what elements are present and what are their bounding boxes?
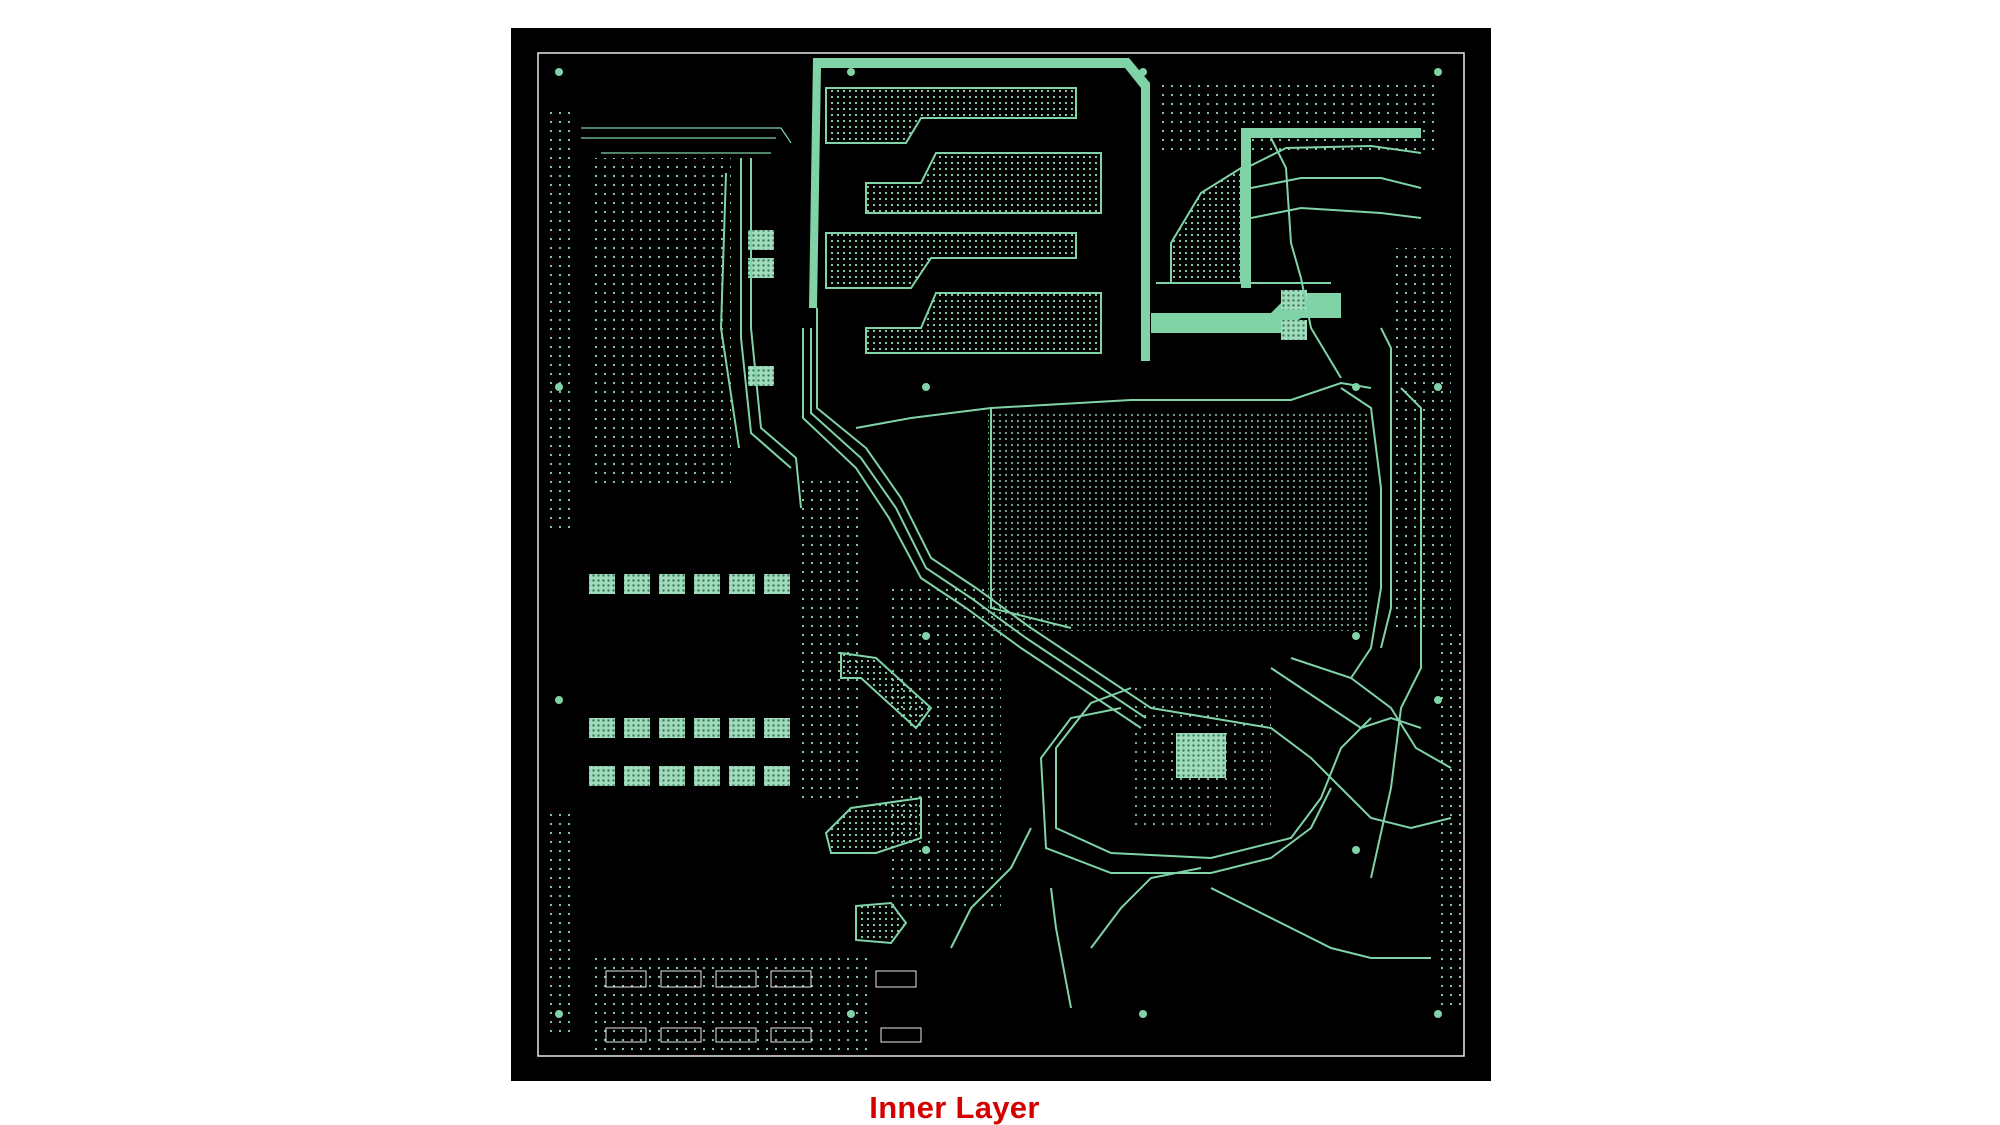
- pad-array-left: [589, 230, 1307, 786]
- power-pours: [809, 58, 1421, 361]
- pcb-inner-layer-image: [511, 28, 1491, 1081]
- figure-caption: Inner Layer: [869, 1090, 1040, 1125]
- bga-field: [988, 411, 1370, 631]
- pcb-artwork: [537, 52, 1465, 1057]
- connector-stubs: [581, 127, 792, 154]
- board-outline: [537, 52, 1465, 1057]
- via-fields: [546, 83, 1461, 1053]
- bottom-footprints: [605, 970, 922, 1043]
- traces: [719, 137, 1452, 1009]
